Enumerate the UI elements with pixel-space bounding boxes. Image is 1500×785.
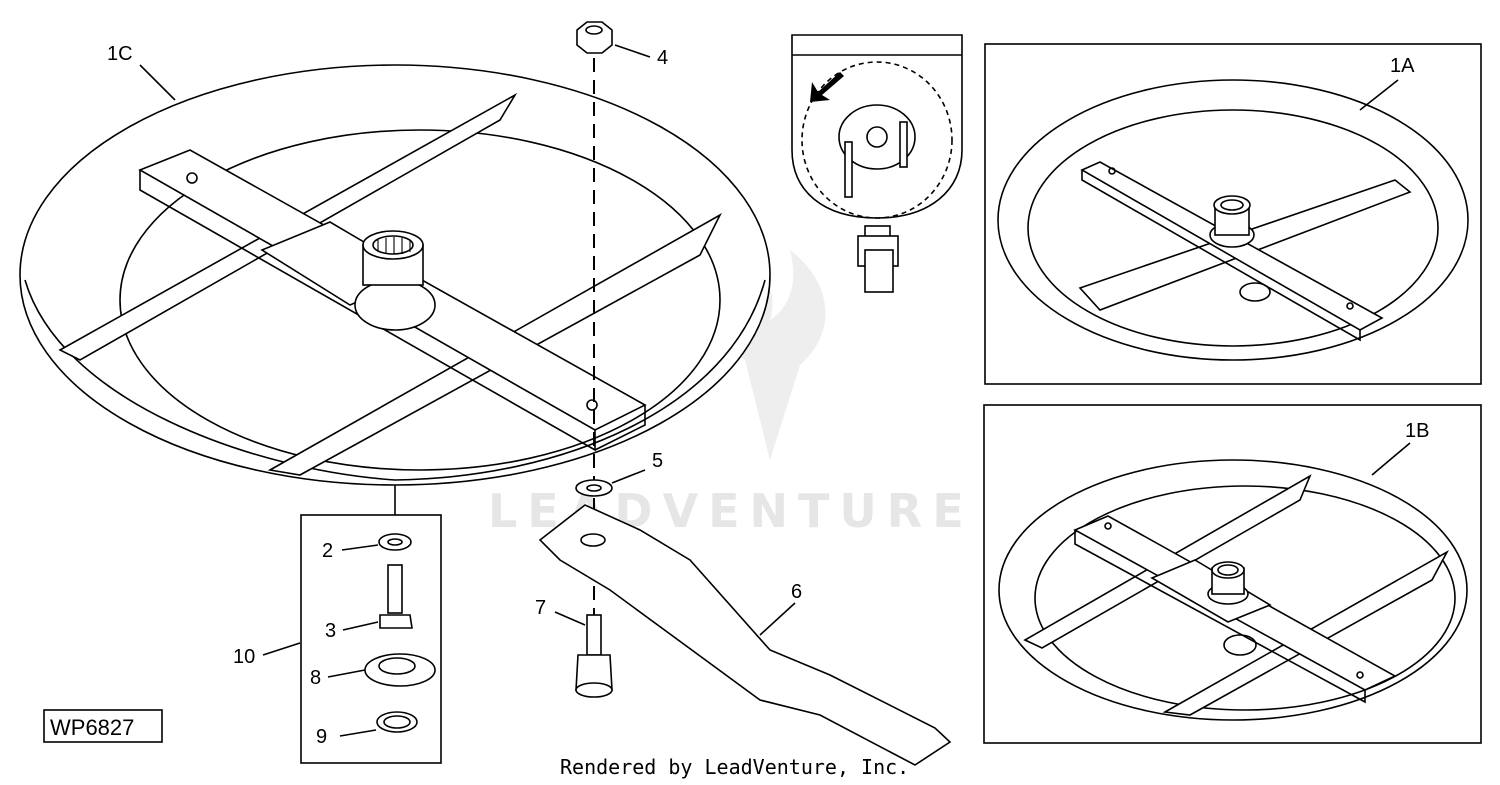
callout-8: 8 bbox=[310, 667, 321, 689]
spindle-hub-1b bbox=[1207, 561, 1249, 605]
panel-1b bbox=[983, 404, 1482, 744]
blade-assembly-1c bbox=[19, 64, 771, 515]
nut-4 bbox=[576, 21, 613, 54]
callout-1c: 1C bbox=[107, 43, 133, 65]
credit-text: Rendered by LeadVenture, Inc. bbox=[560, 755, 909, 779]
blade-assembly-1b bbox=[998, 459, 1468, 721]
callout-9: 9 bbox=[316, 726, 327, 748]
rotation-arrow-icon bbox=[810, 72, 844, 102]
panel-1a bbox=[984, 43, 1482, 385]
blade-assembly-1a bbox=[997, 79, 1469, 361]
bolt-7 bbox=[575, 614, 613, 698]
callout-4: 4 bbox=[657, 47, 668, 69]
lock-washer-2 bbox=[378, 533, 412, 551]
spindle-hub-1a bbox=[1209, 195, 1255, 248]
callout-2: 2 bbox=[322, 540, 333, 562]
deck-inner-rim bbox=[119, 129, 721, 471]
lockwasher-8 bbox=[364, 653, 436, 687]
inset-view bbox=[791, 34, 963, 293]
callout-6: 6 bbox=[791, 581, 802, 603]
spindle-hub-1c bbox=[354, 230, 436, 331]
bolt-3 bbox=[379, 564, 413, 629]
figure-id: WP6827 bbox=[50, 715, 134, 740]
kit-box-10 bbox=[300, 514, 442, 764]
callout-3: 3 bbox=[325, 620, 336, 642]
callout-7: 7 bbox=[535, 597, 546, 619]
callout-1a: 1A bbox=[1390, 55, 1415, 77]
figure-id-box bbox=[43, 709, 163, 743]
callout-5: 5 bbox=[652, 450, 663, 472]
ring-9 bbox=[376, 711, 418, 733]
callout-10: 10 bbox=[233, 646, 255, 668]
callout-1b: 1B bbox=[1405, 420, 1429, 442]
washer-5 bbox=[575, 479, 613, 497]
blade-6 bbox=[538, 504, 952, 766]
